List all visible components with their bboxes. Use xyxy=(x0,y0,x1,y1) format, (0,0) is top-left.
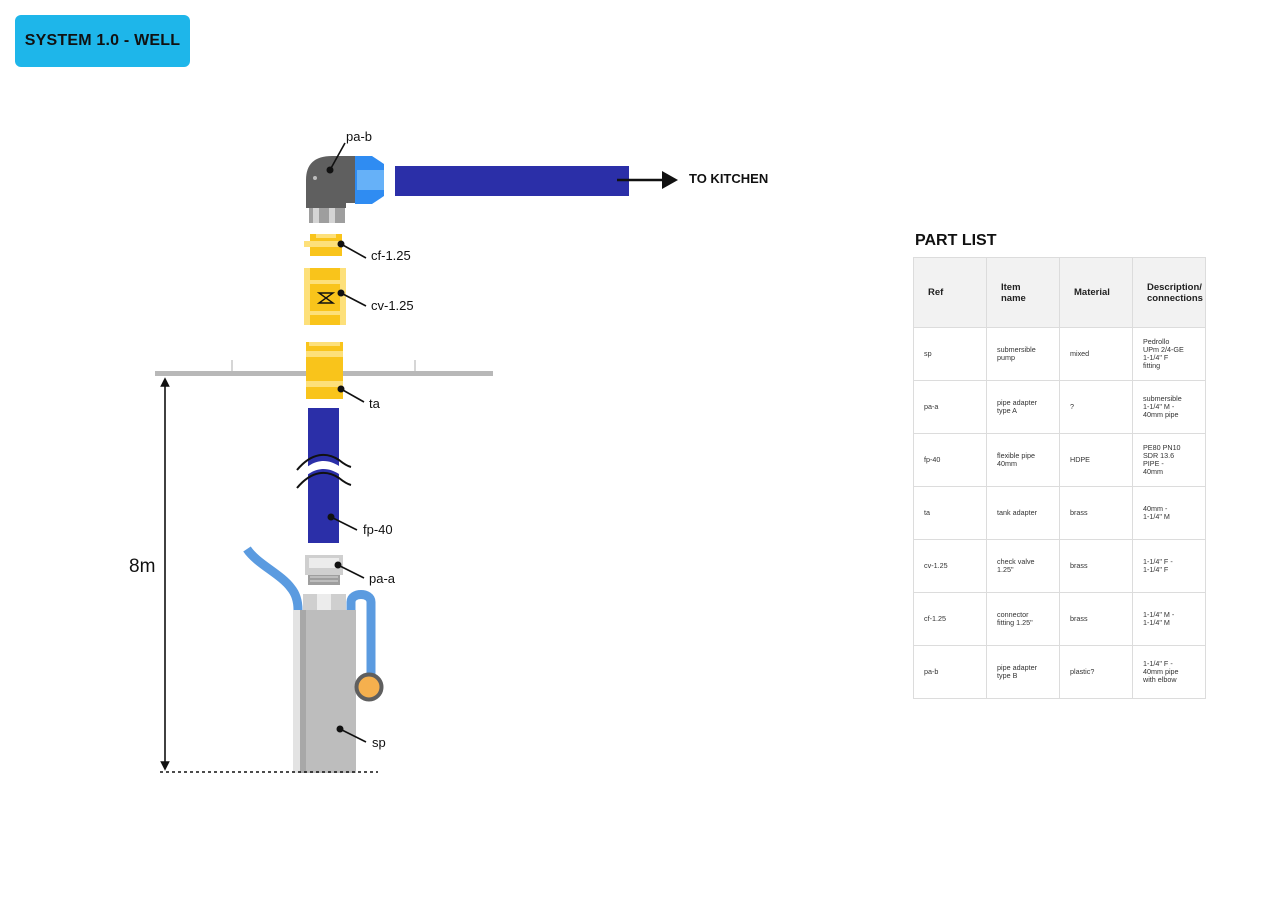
header-description: Description/ connections xyxy=(1132,257,1206,328)
part-list-table: Ref Item name Material Description/ conn… xyxy=(913,257,1206,699)
ta-leader-dot xyxy=(337,385,345,393)
cell-item-name: pipe adapter type A xyxy=(986,380,1060,434)
cv-1-25-leader xyxy=(340,292,367,307)
pa-a-label: pa-a xyxy=(369,571,396,586)
sp-leader-dot xyxy=(336,725,344,733)
sp-leader xyxy=(339,728,367,743)
cell-description: 1-1/4" F - 40mm pipe with elbow xyxy=(1132,645,1206,699)
cell-description: Pedrollo UPm 2/4-GE 1-1/4" F fitting xyxy=(1132,327,1206,381)
ta-label: ta xyxy=(369,396,381,411)
tank-adapter-ta xyxy=(306,342,343,399)
elbow-adapter-pa-b xyxy=(306,156,384,223)
cell-item-name: flexible pipe 40mm xyxy=(986,433,1060,487)
cell-ref: cv-1.25 xyxy=(913,539,987,593)
connector-fitting-cf-1-25 xyxy=(304,234,342,256)
to-kitchen-arrow xyxy=(617,171,678,189)
cell-ref: sp xyxy=(913,327,987,381)
cell-material: brass xyxy=(1059,592,1133,646)
part-list-title: PART LIST xyxy=(915,232,997,249)
cell-ref: pa-a xyxy=(913,380,987,434)
cf-1-25-leader-dot xyxy=(337,240,345,248)
pa-b-leader-dot xyxy=(326,166,334,174)
pa-a-leader-dot xyxy=(334,561,342,569)
fp-40-leader xyxy=(330,516,358,531)
fp-40-label: fp-40 xyxy=(363,522,393,537)
cell-ref: fp-40 xyxy=(913,433,987,487)
cell-description: 1-1/4" M - 1-1/4" M xyxy=(1132,592,1206,646)
header-material: Material xyxy=(1059,257,1133,328)
pipe-adapter-pa-a xyxy=(305,555,343,585)
system-title: SYSTEM 1.0 - WELL xyxy=(24,32,181,49)
header-ref: Ref xyxy=(913,257,987,328)
fp-40-leader-dot xyxy=(327,513,335,521)
cell-ref: cf-1.25 xyxy=(913,592,987,646)
cell-description: 40mm - 1-1/4" M xyxy=(1132,486,1206,540)
cv-1-25-label: cv-1.25 xyxy=(371,298,414,313)
cell-item-name: pipe adapter type B xyxy=(986,645,1060,699)
cv-1-25-leader-dot xyxy=(337,289,345,297)
depth-label: 8m xyxy=(129,556,155,577)
table-header-row: Ref Item name Material Description/ conn… xyxy=(913,257,1206,328)
cell-material: ? xyxy=(1059,380,1133,434)
cell-material: mixed xyxy=(1059,327,1133,381)
pa-b-label: pa-b xyxy=(346,129,372,144)
cell-description: 1-1/4" F - 1-1/4" F xyxy=(1132,539,1206,593)
cf-1-25-label: cf-1.25 xyxy=(371,248,411,263)
outlet-pipe xyxy=(395,166,629,196)
ta-leader xyxy=(340,388,365,403)
pa-a-leader xyxy=(337,564,365,579)
cell-ref: pa-b xyxy=(913,645,987,699)
header-item-name: Item name xyxy=(986,257,1060,328)
cell-item-name: check valve 1.25" xyxy=(986,539,1060,593)
cell-ref: ta xyxy=(913,486,987,540)
cell-item-name: tank adapter xyxy=(986,486,1060,540)
cell-material: brass xyxy=(1059,539,1133,593)
submersible-pump-sp xyxy=(243,546,384,773)
system-title-badge: SYSTEM 1.0 - WELL xyxy=(15,15,190,67)
cell-material: brass xyxy=(1059,486,1133,540)
cell-item-name: submersible pump xyxy=(986,327,1060,381)
cell-description: PE80 PN10 SDR 13.6 PIPE - 40mm xyxy=(1132,433,1206,487)
cell-material: HDPE xyxy=(1059,433,1133,487)
pa-b-leader xyxy=(329,142,346,171)
cf-1-25-leader xyxy=(340,243,367,259)
to-kitchen-label: TO KITCHEN xyxy=(689,171,768,186)
flexible-pipe-fp-40 xyxy=(296,408,352,543)
cell-description: submersible 1-1/4" M - 40mm pipe xyxy=(1132,380,1206,434)
cell-material: plastic? xyxy=(1059,645,1133,699)
sp-label: sp xyxy=(372,735,386,750)
cell-item-name: connector fitting 1.25" xyxy=(986,592,1060,646)
check-valve-cv-1-25 xyxy=(304,268,346,325)
